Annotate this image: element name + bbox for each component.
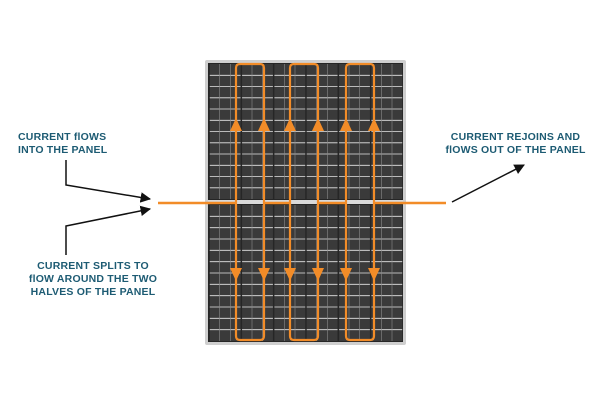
current-loop-bottom-1 — [234, 203, 266, 342]
arrow-up-2 — [258, 118, 270, 131]
pointer-current-in — [65, 160, 152, 203]
panel-center-divider — [208, 200, 403, 204]
arrow-up-5 — [340, 118, 352, 131]
current-loop-top-3 — [344, 62, 376, 203]
current-loop-top-1 — [234, 62, 266, 203]
arrow-down-3 — [284, 268, 296, 281]
label-current-out: CURRENT REJOINS AND flOWS OUT OF THE PAN… — [445, 131, 586, 156]
current-loop-top-2 — [288, 62, 320, 203]
arrow-up-4 — [312, 118, 324, 131]
current-loop-bottom-3 — [344, 203, 376, 342]
current-direction-arrows — [230, 118, 380, 281]
label-current-in: CURRENT flOWS INTO THE PANEL — [18, 131, 108, 156]
pointer-current-out — [451, 164, 525, 203]
arrow-up-6 — [368, 118, 380, 131]
arrow-up-1 — [230, 118, 242, 131]
current-loops — [234, 62, 376, 342]
pointer-current-split — [65, 205, 152, 255]
current-loop-bottom-2 — [288, 203, 320, 342]
arrow-down-1 — [230, 268, 242, 281]
arrow-down-6 — [368, 268, 380, 281]
arrow-down-5 — [340, 268, 352, 281]
label-current-split: CURRENT SPLITS TO flOW AROUND THE TWO HA… — [28, 260, 158, 298]
arrow-down-4 — [312, 268, 324, 281]
arrow-up-3 — [284, 118, 296, 131]
arrow-down-2 — [258, 268, 270, 281]
